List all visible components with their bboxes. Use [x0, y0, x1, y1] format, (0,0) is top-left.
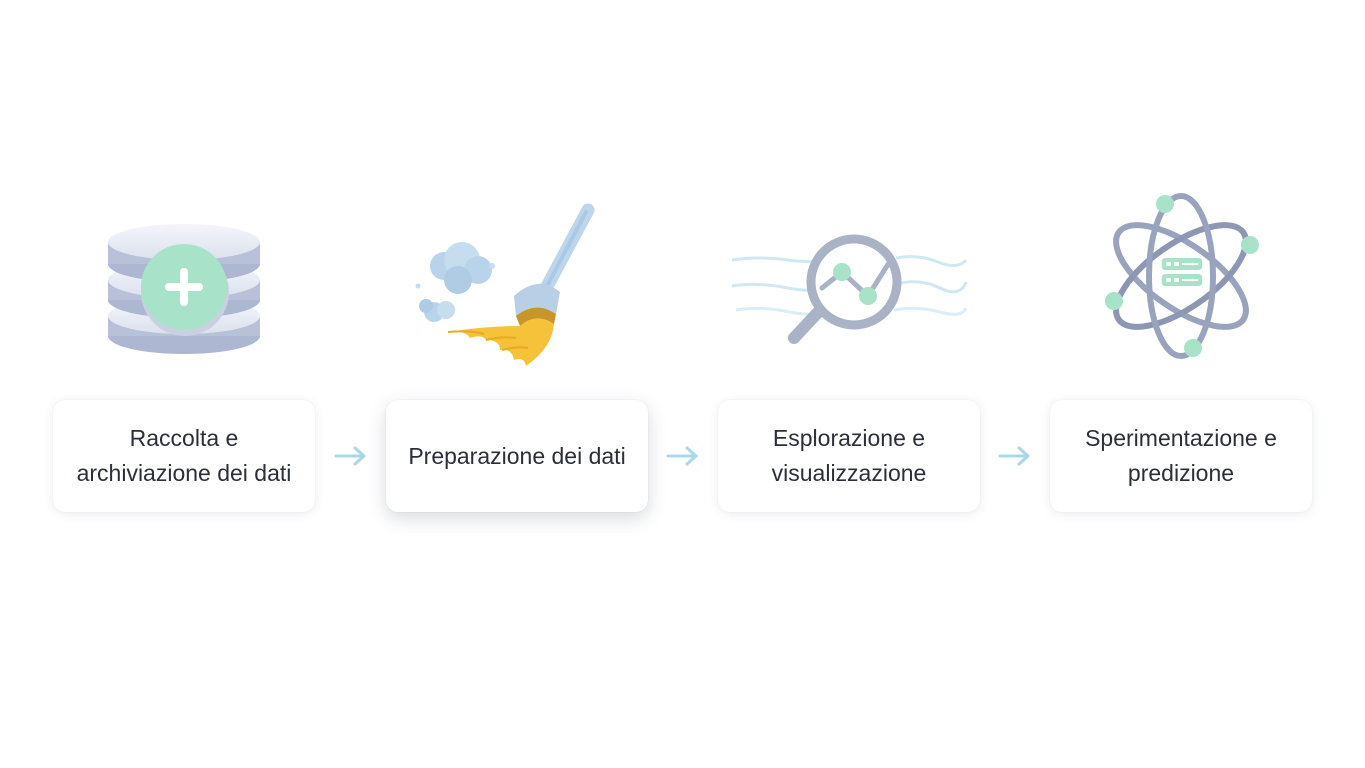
- magnifier-chart-icon: [718, 188, 980, 368]
- step-card-raccolta: Raccolta e archiviazione dei dati: [53, 400, 315, 512]
- step-card-preparazione: Preparazione dei dati: [386, 400, 648, 512]
- step-card-sperimentazione: Sperimentazione e predizione: [1050, 400, 1312, 512]
- step-label: Preparazione dei dati: [408, 442, 626, 469]
- atom-server-icon: [1050, 188, 1312, 368]
- step-label: Raccolta e archiviazione dei dati: [76, 425, 292, 486]
- step-label: Esplorazione e visualizzazione: [771, 425, 927, 486]
- step-label: Sperimentazione e predizione: [1085, 425, 1277, 486]
- broom-icon: [386, 188, 648, 368]
- database-plus-icon: [53, 188, 315, 368]
- arrow-right-icon: [666, 446, 698, 466]
- arrow-right-icon: [334, 446, 366, 466]
- arrow-right-icon: [998, 446, 1030, 466]
- step-card-esplorazione: Esplorazione e visualizzazione: [718, 400, 980, 512]
